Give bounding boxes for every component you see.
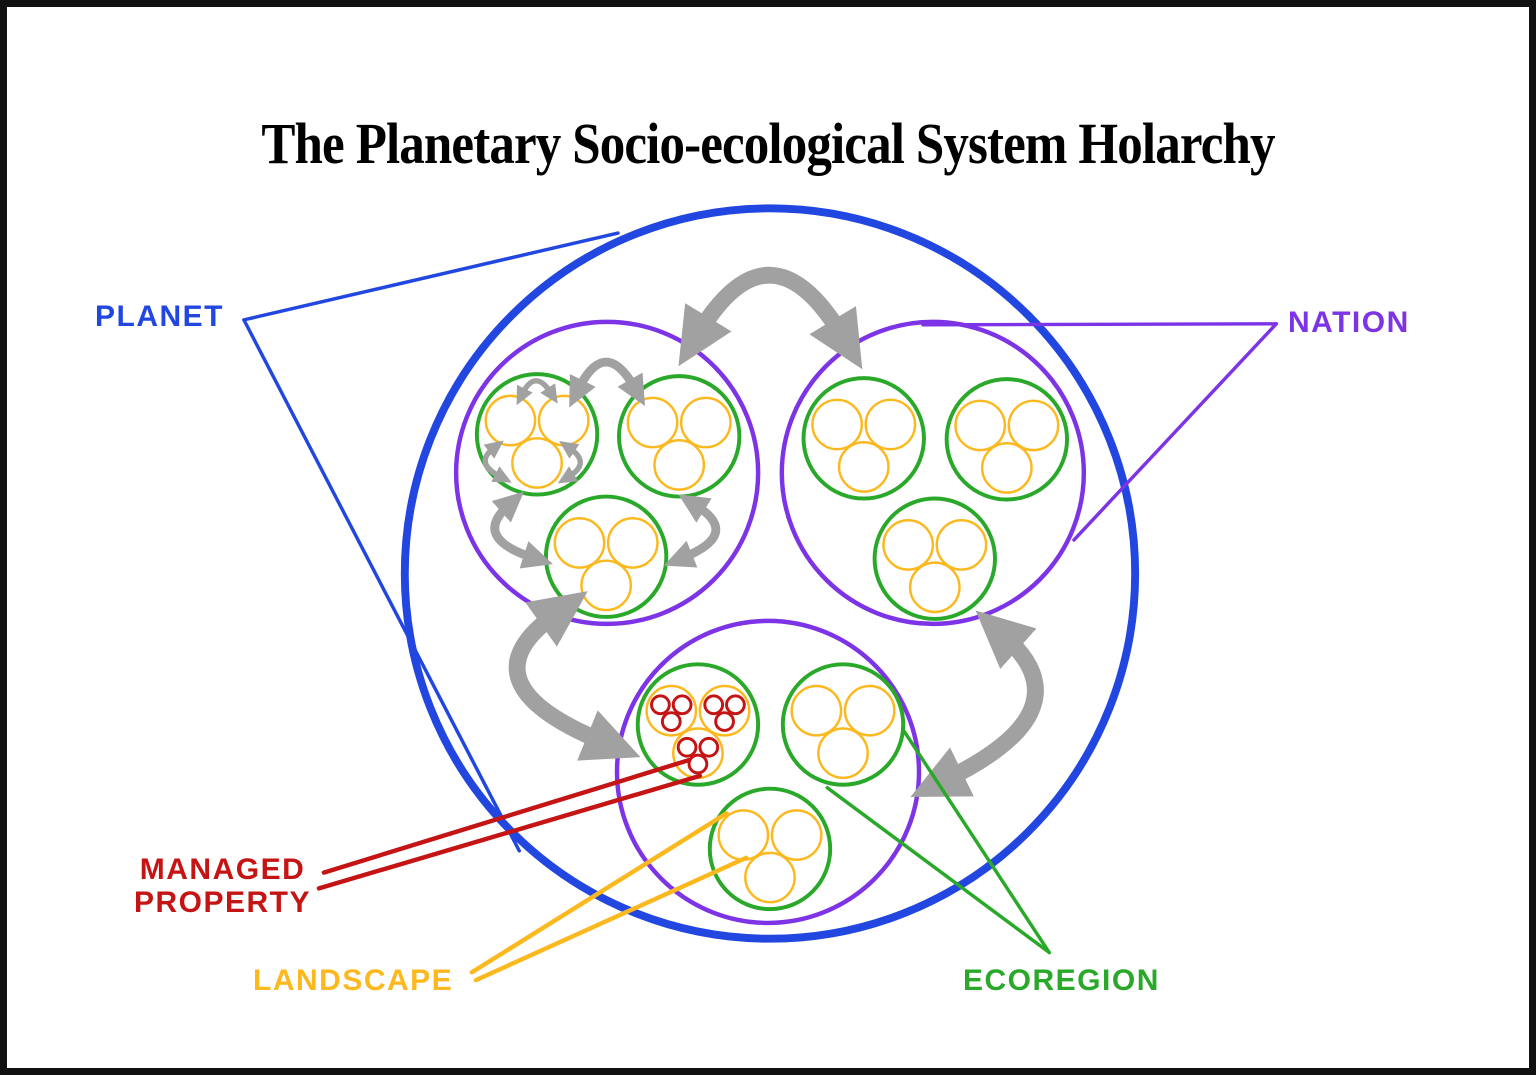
landscape-circle [843,684,896,737]
nation-leader-line [1072,322,1279,542]
ecoregion-circle [801,376,926,501]
landscape-circle [1007,399,1060,452]
exchange-arrow [910,610,1044,797]
managed-property-leader-line [321,757,692,875]
managed-property-circle [671,694,693,716]
landscape-circle [744,851,796,904]
managed-property-circle [687,753,709,775]
ecoregion-circle [616,374,742,499]
exchange-arrows-ecoregion-level [490,357,721,569]
planet-leader-line [242,318,522,853]
leader-lines [242,231,1279,983]
landscape-circle [980,442,1033,494]
landscape-circle [698,684,751,737]
exchange-arrows-nation-level [508,266,1044,797]
managed-property-circle [714,711,735,732]
exchange-arrow [508,591,641,761]
landscape-circle [645,684,698,737]
landscape-circle [553,517,606,569]
planet-circle [400,204,1140,943]
exchange-arrow [557,441,583,484]
landscape-circle [837,441,890,493]
label-ecoregion: ECOREGION [963,964,1160,997]
landscape-leader-line [469,811,729,975]
managed-property-circle [698,736,720,758]
landscape-circle [484,394,537,447]
landscape-circle [811,398,863,451]
landscape-circle [790,684,843,737]
ecoregion-circle [944,377,1070,502]
nation-circle [453,319,761,627]
ecoregion-circle [543,494,669,619]
ecoregion-leader-line [902,729,1052,955]
managed-property-leader-line [316,773,703,891]
nation-leader-line [921,322,1279,327]
label-managed-property: MANAGED PROPERTY [133,853,312,919]
landscape-circle [935,518,988,571]
landscape-circle [908,561,961,614]
managed-property-circle [660,711,682,732]
landscape-circle [770,809,823,861]
landscape-leader-line [473,855,749,983]
exchange-arrow [569,357,646,408]
landscape-circle [626,396,679,449]
ecoregion-circle [635,662,761,787]
landscape-circle [606,517,659,569]
nation-circle [779,319,1087,627]
exchange-arrows-landscape-level [482,378,583,484]
exchange-arrow [678,266,863,370]
page-title: The Planetary Socio-ecological System Ho… [261,110,1275,176]
exchange-arrow [663,494,721,568]
landscape-circle [653,439,706,491]
landscape-circle [679,396,732,449]
landscape-circle [864,398,917,451]
ecoregion-circle [780,662,906,787]
landscape-circle [882,518,935,571]
landscape-circle [717,809,770,861]
exchange-arrow [516,378,558,406]
exchange-arrow [490,491,553,569]
label-landscape: LANDSCAPE [253,964,454,997]
ecoregion-leader-line [825,785,1052,955]
landscape-circle [537,394,590,447]
managed-property-circle [703,694,725,716]
landscape-circle [954,399,1007,452]
exchange-arrow [482,440,512,483]
managed-property-circle [725,694,746,716]
label-planet: PLANET [95,300,224,333]
landscape-circle [580,559,633,612]
landscape-circle [817,727,869,780]
managed-property-circles [650,694,746,775]
label-nation: NATION [1288,306,1410,339]
holarchy-diagram [242,204,1279,983]
managed-property-circle [676,736,698,758]
planet-leader-line [242,231,620,322]
managed-property-circle [650,694,671,716]
landscape-circle [511,437,563,489]
ecoregion-circle [872,496,997,621]
ecoregion-circle [707,786,833,912]
